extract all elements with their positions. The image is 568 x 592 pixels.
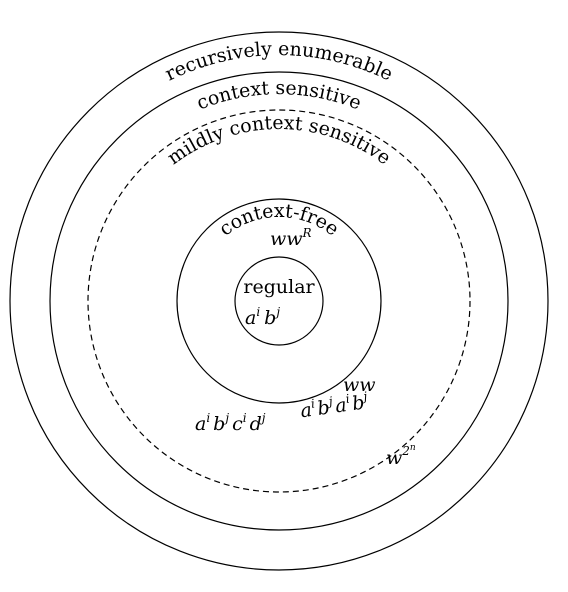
context-free-boundary (176, 198, 382, 404)
mildly-context-sensitive-label: mildly context sensitive (163, 112, 394, 169)
context-sensitive-example: w2n (386, 443, 416, 469)
recursively-enumerable-boundary (9, 31, 549, 571)
context-sensitive-boundary (49, 71, 509, 531)
mildly-example-ww: ww (343, 374, 376, 396)
regular-boundary (234, 256, 324, 346)
context-sensitive-label: context sensitive (194, 77, 365, 114)
context-free-example: wwR (270, 226, 312, 250)
mildly-context-sensitive-boundary (87, 109, 471, 493)
regular-label: regular (243, 276, 315, 298)
mildly-example-abab: aibjaibj (299, 389, 370, 422)
